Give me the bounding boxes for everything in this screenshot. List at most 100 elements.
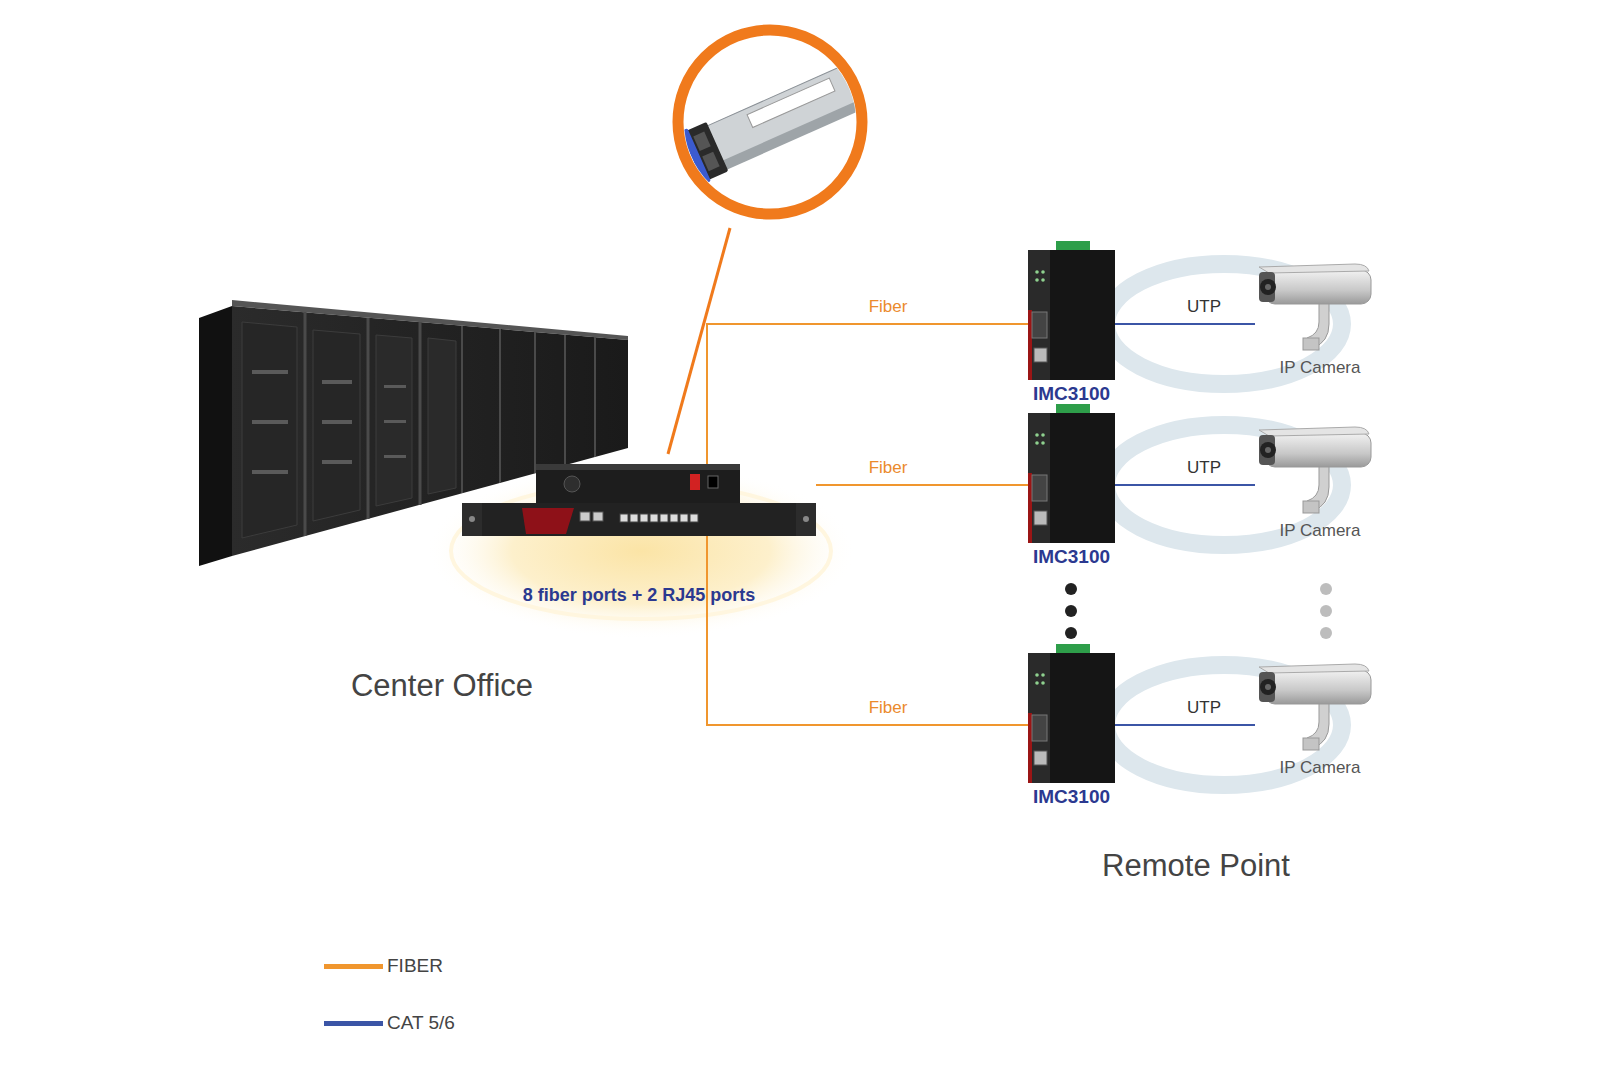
server-racks	[384, 420, 406, 423]
camera-drawing	[1255, 262, 1375, 352]
media-converter-drawing	[1035, 681, 1039, 685]
media-converter-drawing	[1035, 441, 1039, 445]
camera-drawing	[1259, 264, 1369, 273]
switch-drawing	[536, 464, 740, 470]
server-racks	[232, 306, 628, 556]
server-racks	[199, 306, 232, 566]
camera-drawing	[1255, 425, 1375, 515]
switch-drawing	[469, 516, 475, 522]
ip-camera: IP Camera	[1255, 425, 1375, 515]
edge-label: UTP	[1187, 698, 1221, 718]
media-converter-drawing	[1050, 250, 1115, 380]
media-converter-drawing	[1028, 473, 1032, 543]
media-converter: IMC3100	[1028, 250, 1115, 380]
media-converter-drawing	[1032, 475, 1047, 501]
continuation-dots	[1320, 583, 1332, 595]
switch-drawing	[564, 476, 580, 492]
edge-label: Fiber	[869, 698, 908, 718]
camera-drawing	[1303, 738, 1319, 750]
server-racks	[499, 329, 501, 483]
cam-label: IP Camera	[1245, 758, 1395, 778]
area-heading: Center Office	[351, 668, 533, 704]
utp-link	[1115, 484, 1255, 486]
edge-label: UTP	[1187, 458, 1221, 478]
legend-swatch	[324, 964, 383, 969]
camera-drawing	[1260, 442, 1276, 458]
media-converter-drawing	[1028, 653, 1115, 783]
camera-drawing	[1265, 447, 1271, 453]
edge-label: UTP	[1187, 297, 1221, 317]
switch-drawing	[593, 512, 603, 521]
legend-text: FIBER	[387, 955, 443, 977]
switch-drawing	[462, 464, 816, 536]
switch-drawing	[803, 516, 809, 522]
media-converter-drawing	[1034, 751, 1047, 765]
media-converter-drawing	[1050, 653, 1115, 783]
switch-drawing	[522, 508, 574, 534]
media-converter-drawing	[1035, 433, 1039, 437]
media-converter-drawing	[1028, 413, 1115, 543]
media-converter-drawing	[1028, 653, 1050, 783]
server-racks	[534, 332, 536, 473]
media-converter-drawing	[1035, 673, 1039, 677]
sfp-module	[680, 58, 869, 185]
server-racks	[252, 370, 288, 374]
server-racks	[384, 455, 406, 458]
server-racks	[199, 300, 628, 566]
server-racks	[461, 326, 463, 493]
sfp-module	[747, 78, 835, 127]
sfp-module	[680, 58, 869, 185]
continuation-dots	[1320, 627, 1332, 639]
camera-drawing	[1259, 435, 1275, 465]
media-converter-drawing	[1028, 413, 1050, 543]
continuation-dots	[1320, 605, 1332, 617]
switch-label: 8 fiber ports + 2 RJ45 ports	[462, 585, 816, 606]
camera-drawing	[1259, 272, 1275, 302]
camera-drawing	[1255, 662, 1375, 752]
sfp-module	[680, 128, 711, 184]
media-converter-drawing	[1028, 250, 1050, 380]
utp-link	[1115, 724, 1255, 726]
camera-drawing	[1260, 279, 1276, 295]
switch-drawing	[680, 514, 688, 522]
media-converter-drawing	[1032, 715, 1047, 741]
media-converter-drawing	[1028, 653, 1115, 783]
callout-leader	[668, 228, 730, 454]
media-converter-drawing	[1028, 250, 1115, 380]
camera-drawing	[1303, 501, 1319, 513]
switch-drawing	[708, 476, 718, 488]
media-converter-drawing	[1041, 681, 1045, 685]
switch-drawing	[462, 503, 482, 536]
server-racks	[242, 322, 297, 538]
media-converter-drawing	[1032, 312, 1047, 338]
server-racks	[564, 335, 566, 465]
camera-drawing	[1265, 270, 1371, 304]
server-racks	[384, 385, 406, 388]
camera-drawing	[1265, 684, 1271, 690]
media-converter: IMC3100	[1028, 653, 1115, 783]
area-heading: Remote Point	[1102, 848, 1290, 884]
server-racks	[367, 318, 370, 519]
fiber-link	[707, 536, 1028, 725]
edge-label: Fiber	[869, 458, 908, 478]
ip-camera: IP Camera	[1255, 262, 1375, 352]
switch-drawing	[670, 514, 678, 522]
camera-drawing	[1265, 670, 1371, 704]
imc-label: IMC3100	[1008, 383, 1135, 405]
camera-drawing	[1259, 664, 1369, 673]
continuation-dots	[1065, 627, 1077, 639]
cam-label: IP Camera	[1245, 358, 1395, 378]
camera-drawing	[1303, 338, 1319, 350]
switch-drawing	[620, 514, 628, 522]
media-converter-drawing	[1041, 270, 1045, 274]
switch-drawing	[536, 464, 740, 506]
switch-drawing	[690, 474, 700, 490]
media-converter-drawing	[1034, 511, 1047, 525]
switch-glow-ring	[451, 483, 831, 619]
media-converter-drawing	[1034, 348, 1047, 362]
media-converter-drawing	[1041, 278, 1045, 282]
switch-drawing	[660, 514, 668, 522]
server-racks	[252, 370, 406, 474]
server-racks	[304, 312, 307, 536]
